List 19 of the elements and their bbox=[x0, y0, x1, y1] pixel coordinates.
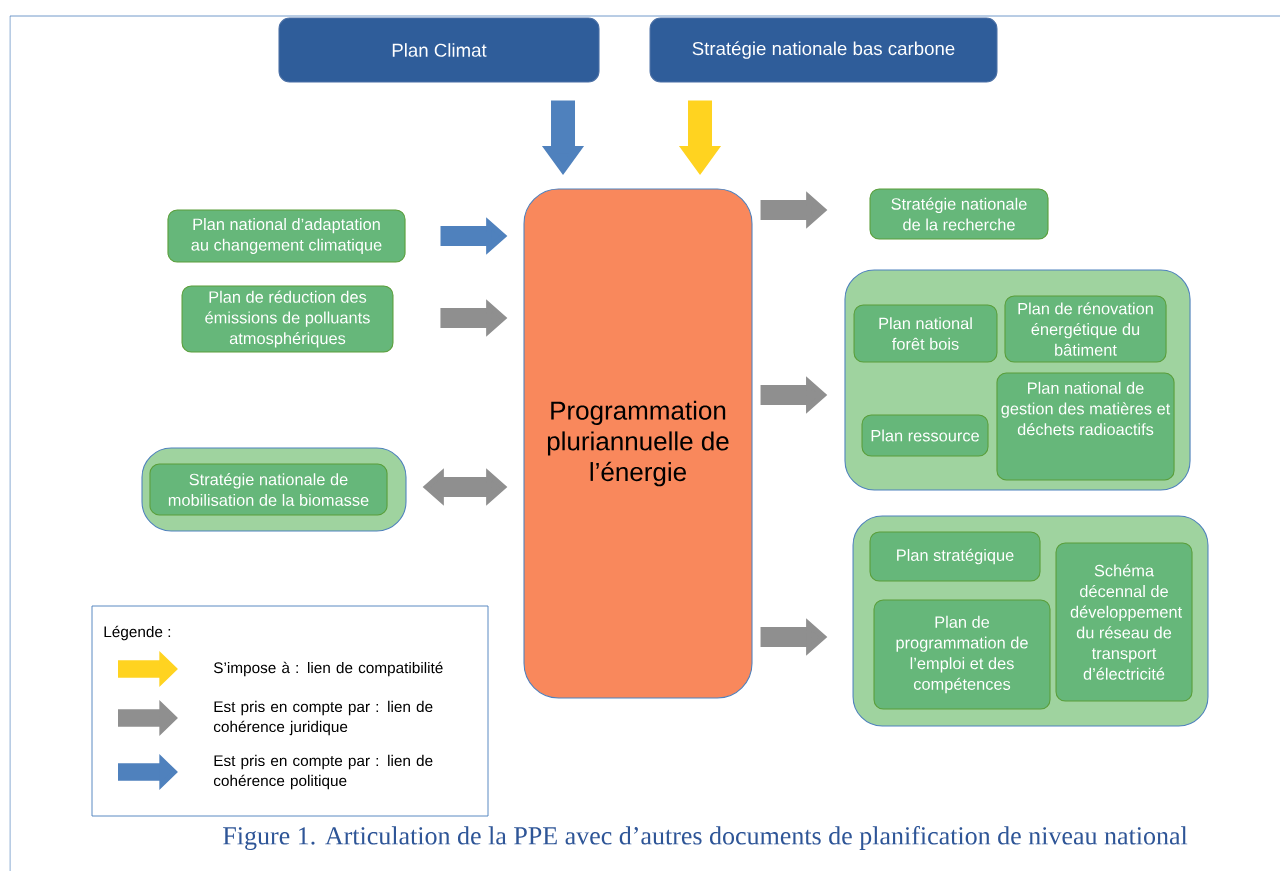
legend-title: Légende : bbox=[104, 625, 171, 641]
plan-box: Plan de réduction des émissions de polluants atmosphériques bbox=[181, 285, 394, 353]
plan-box: Stratégie nationale de la recherche bbox=[869, 188, 1049, 240]
legend-text: Est pris en compte par : lien de cohérence juridique bbox=[213, 700, 433, 736]
plan-box: Stratégie nationale de mobilisation de la biomasse bbox=[149, 463, 388, 516]
plan-box: Plan stratégique bbox=[869, 531, 1041, 582]
plan-box: Plan national d’adaptation au changement climatique bbox=[167, 209, 406, 263]
plan-box: Plan ressource bbox=[861, 414, 989, 457]
plan-box: Schéma décennal de développement du réseau de transport d’électricité bbox=[1055, 542, 1193, 702]
plan-box: Plan de programmation de l’emploi et des compétences bbox=[873, 599, 1051, 710]
plan-box: Plan de rénovation énergétique du bâtiment bbox=[1004, 295, 1167, 363]
plan-box: Stratégie nationale bas carbone bbox=[649, 17, 998, 83]
plan-box: Plan national forêt bois bbox=[853, 304, 998, 363]
legend-text: Est pris en compte par : lien de cohérence politique bbox=[213, 754, 433, 790]
caption: Figure 1. Articulation de la PPE avec d’autres documents de planification de niveau national bbox=[223, 826, 1188, 850]
central-box: Programmation pluriannuelle de l’énergie bbox=[523, 188, 753, 699]
plan-box: Plan national de gestion des matières et déchets radioactifs bbox=[996, 372, 1175, 481]
legend-text: S’impose à : lien de compatibilité bbox=[213, 661, 443, 677]
plan-box: Plan Climat bbox=[278, 17, 600, 83]
